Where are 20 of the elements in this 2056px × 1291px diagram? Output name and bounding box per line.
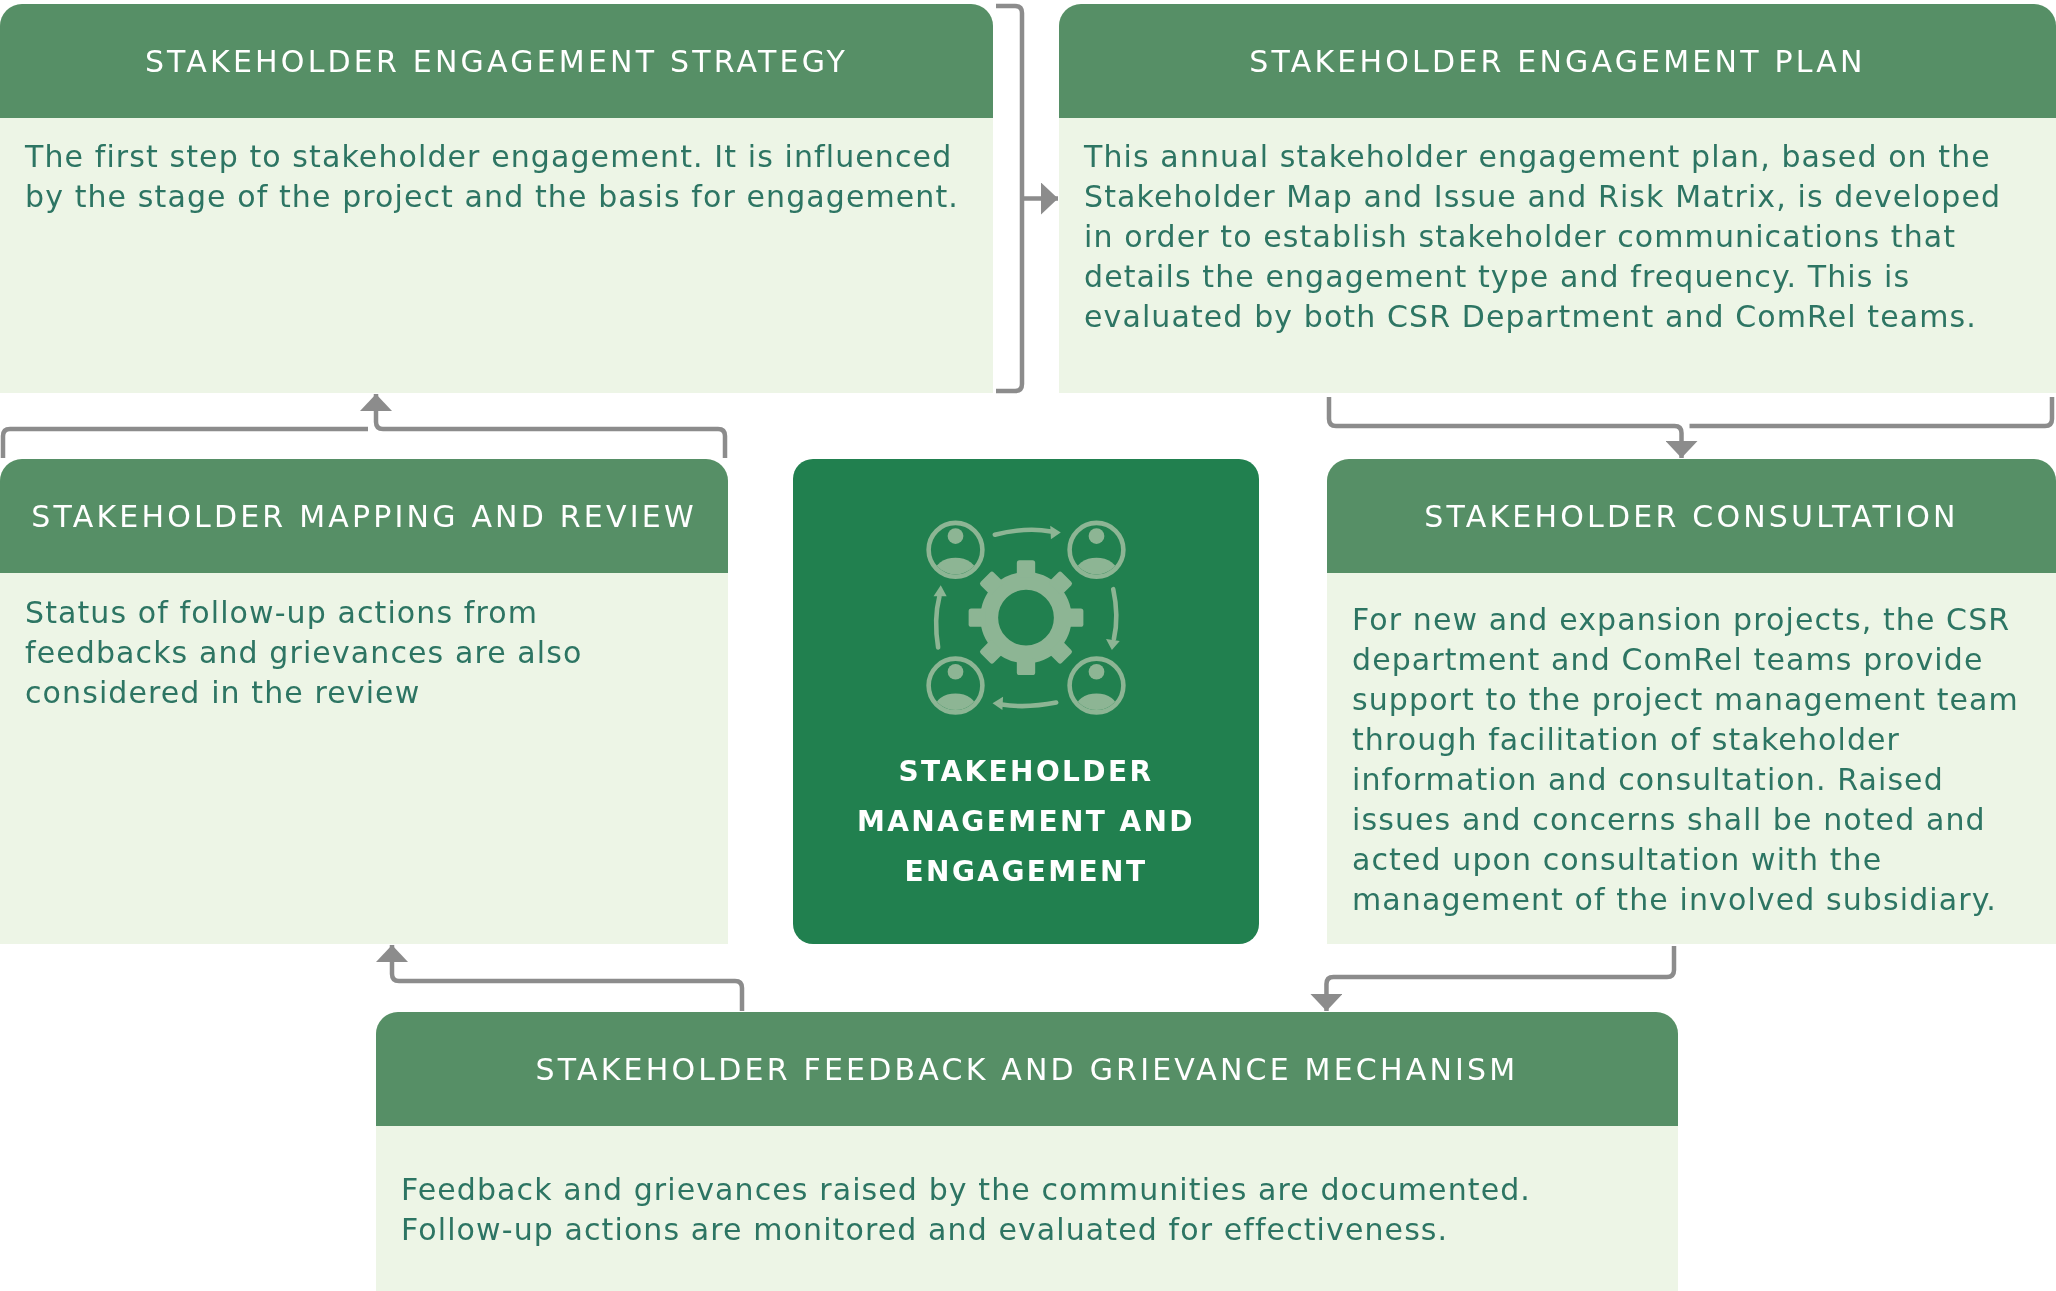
connector-arrow [1326, 394, 2055, 461]
hub-card [793, 459, 1259, 944]
connector-arrow [993, 3, 1061, 394]
process-card [376, 1012, 1678, 1291]
process-card [0, 459, 728, 944]
step-description: The first step to stakeholder engagement. It is influenced by the stage of the project and the basis for engagement. [25, 138, 960, 216]
step-title: STAKEHOLDER ENGAGEMENT STRATEGY [0, 4, 993, 118]
step-description: Status of follow-up actions from feedbacks and grievances are also considered in the review [25, 594, 584, 712]
step-description: Feedback and grievances raised by the communities are documented. Follow-up actions are monitored and evaluated for effectiveness. [401, 1171, 1532, 1249]
step-description: For new and expansion projects, the CSR department and ComRel teams provide support to the project management team through facilitation of stakeholder information and consultation. Raised issues and concerns shall be noted and acted upon consultation with the management of the involved subsidiary. [1352, 601, 2020, 919]
step-title: STAKEHOLDER MAPPING AND REVIEW [0, 459, 728, 573]
connector-arrow [0, 391, 728, 461]
process-card [1327, 459, 2056, 944]
step-description: This annual stakeholder engagement plan, based on the Stakeholder Map and Issue and Risk Matrix, is developed in order to establish stakeholder communications that details the engagement type and frequency. This is evaluated by both CSR Department and ComRel teams. [1084, 138, 2003, 336]
hub-title: STAKEHOLDER MANAGEMENT AND ENGAGEMENT [856, 754, 1196, 890]
step-title: STAKEHOLDER FEEDBACK AND GRIEVANCE MECHANISM [376, 1012, 1678, 1126]
process-card [0, 4, 993, 393]
process-card [1059, 4, 2056, 393]
step-title: STAKEHOLDER CONSULTATION [1327, 459, 2056, 573]
step-title: STAKEHOLDER ENGAGEMENT PLAN [1059, 4, 2056, 118]
